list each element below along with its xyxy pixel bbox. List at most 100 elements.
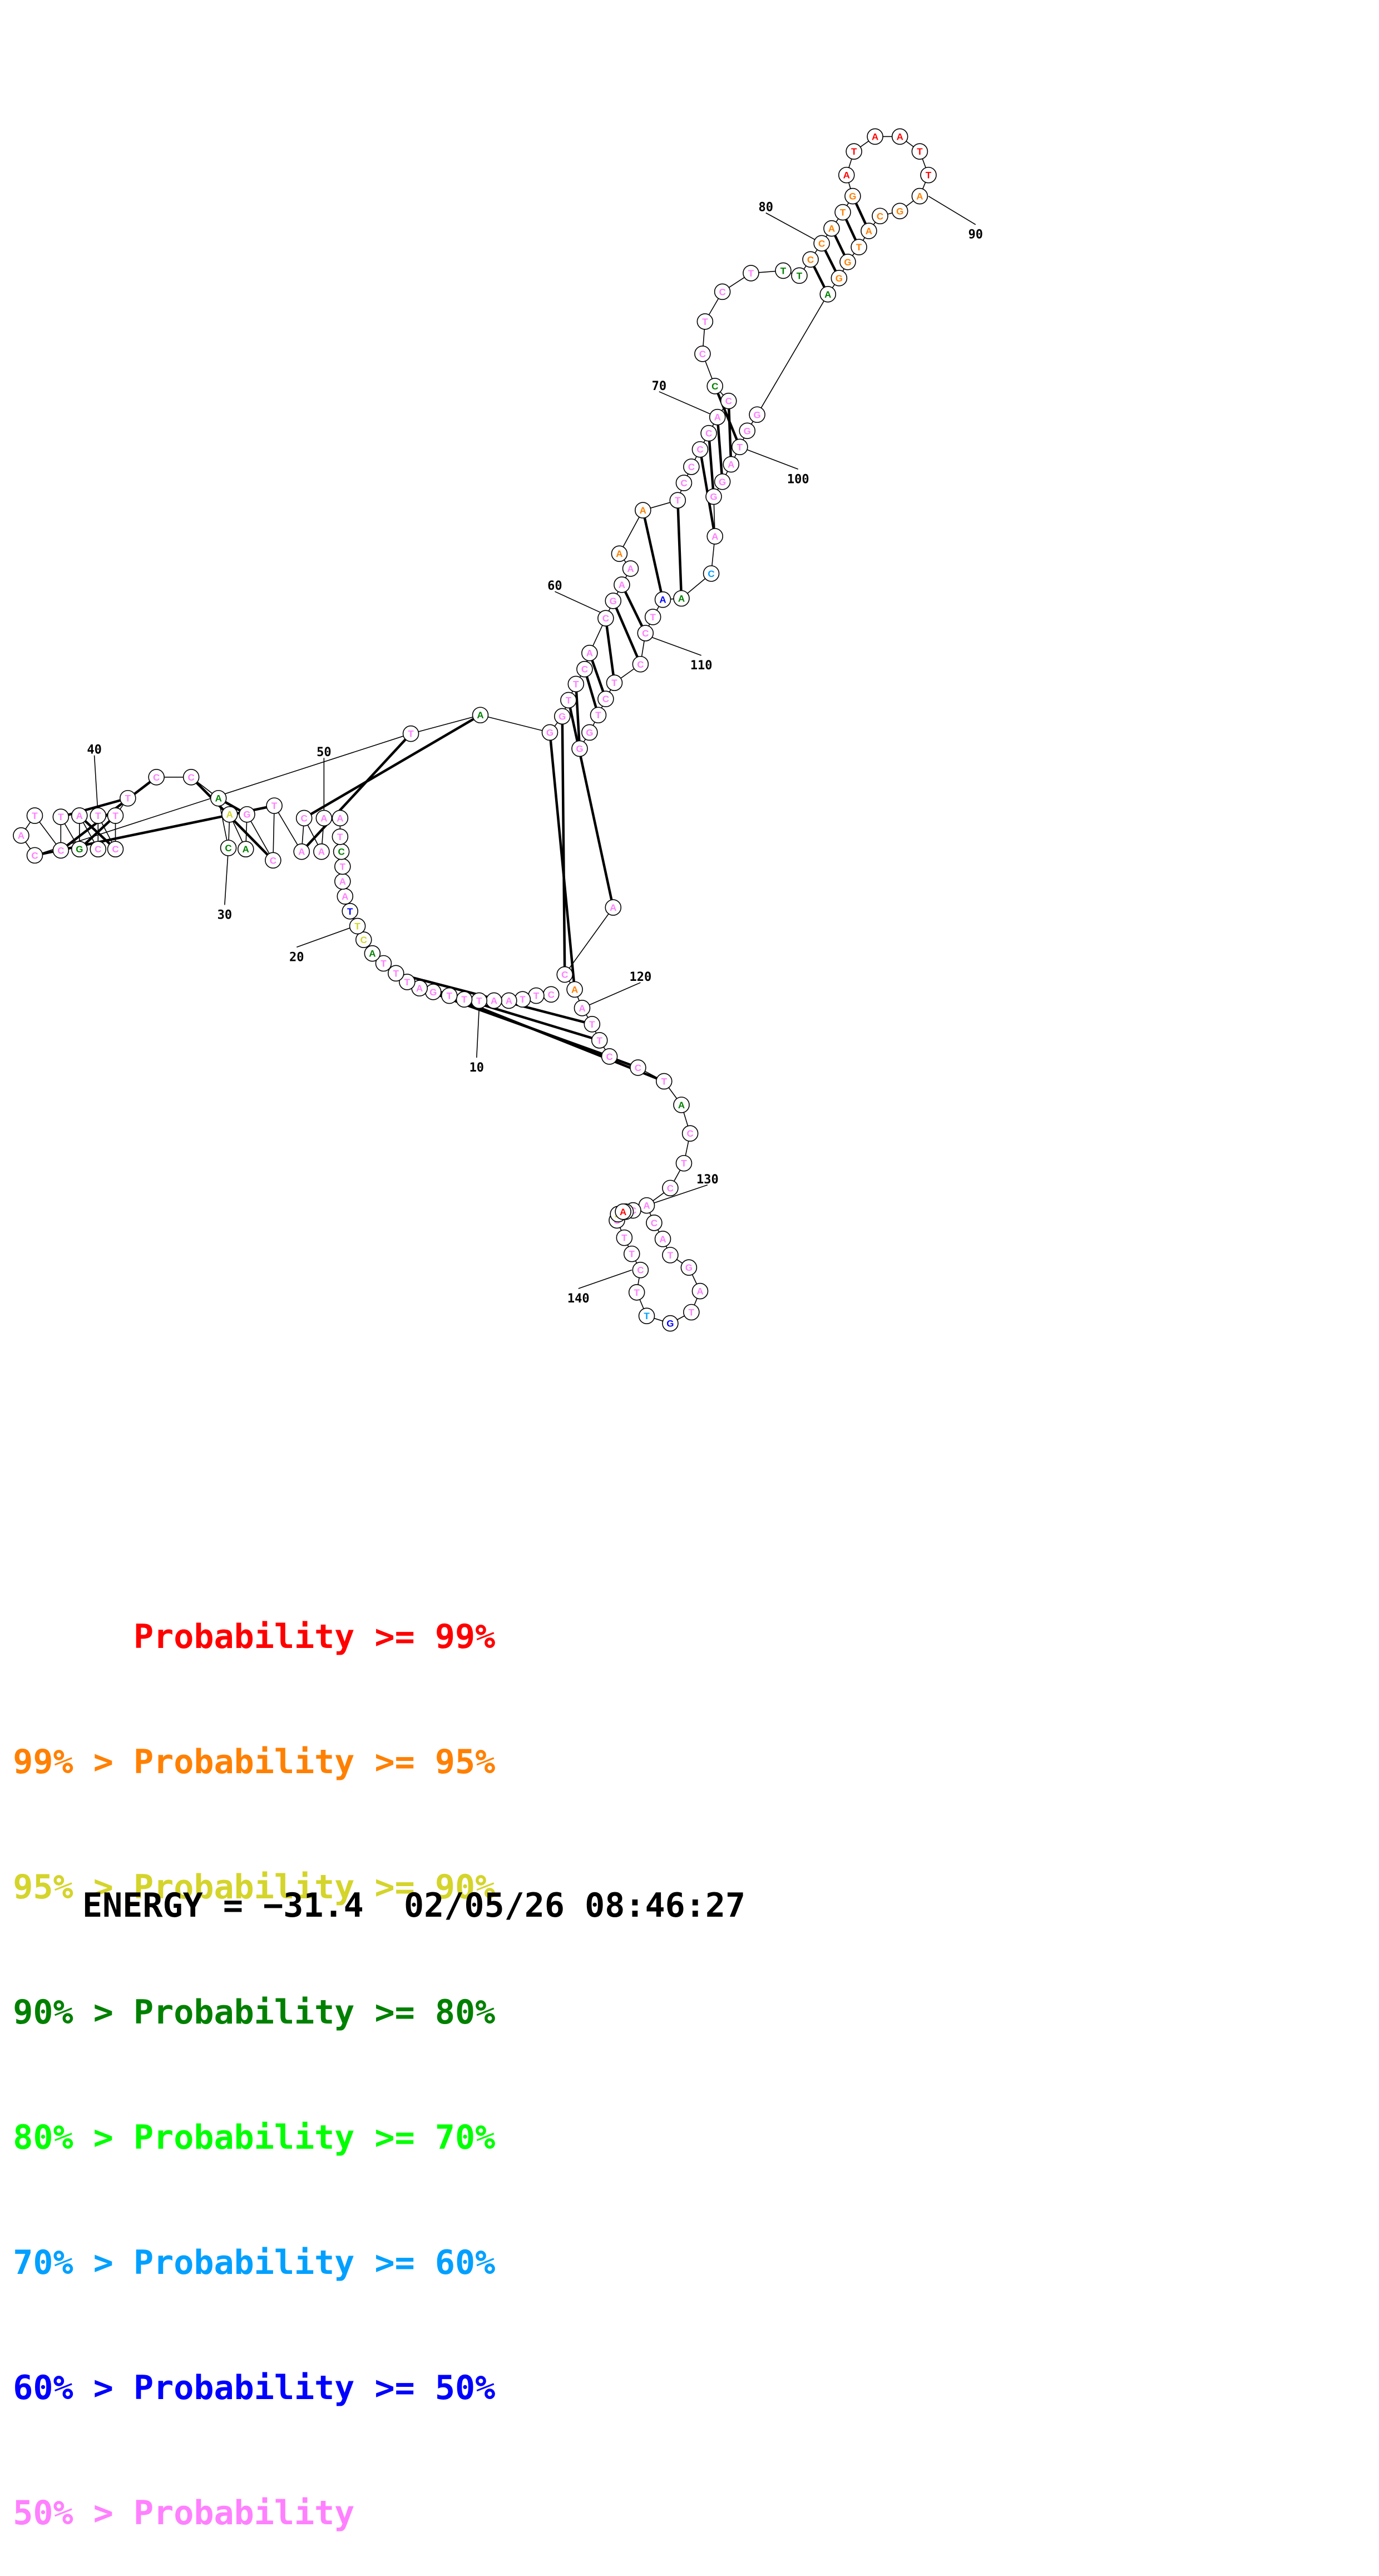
position-tick <box>646 1184 708 1206</box>
nucleotide-circle <box>802 251 819 268</box>
position-tick <box>578 1269 632 1289</box>
nucleotide: T <box>402 725 419 742</box>
nucleotide: C <box>630 1059 646 1076</box>
nucleotide-base: A <box>339 876 346 887</box>
base-pair-line <box>707 433 715 497</box>
nucleotide: A <box>635 502 651 519</box>
nucleotide-base: C <box>270 855 276 866</box>
nucleotide: C <box>542 986 560 1003</box>
position-label: 110 <box>690 659 713 673</box>
nucleotide-base: A <box>640 505 646 516</box>
nucleotide-base: A <box>416 983 423 994</box>
nucleotide-circle <box>332 828 349 845</box>
nucleotide: A <box>293 843 310 860</box>
nucleotide: A <box>614 576 630 593</box>
nucleotide-base: T <box>780 265 787 276</box>
nucleotide-base: C <box>602 613 609 624</box>
nucleotide: A <box>566 981 583 998</box>
nucleotide-base: A <box>678 593 685 604</box>
nucleotide-base: C <box>95 844 101 855</box>
nucleotide-circle <box>71 807 88 824</box>
nucleotide-circle <box>313 843 330 860</box>
nucleotide: C <box>703 565 720 582</box>
nucleotide-base: C <box>642 628 649 639</box>
nucleotide: A <box>501 992 517 1009</box>
nucleotide-base: A <box>678 1100 685 1111</box>
nucleotide: A <box>71 807 88 824</box>
legend-row: 95% > Probability >= 90% <box>0 1867 779 1908</box>
nucleotide: T <box>26 807 43 824</box>
position-label: 120 <box>629 970 651 984</box>
nucleotide: A <box>581 644 598 662</box>
nucleotide: T <box>387 965 404 982</box>
position-tick <box>659 391 718 418</box>
nucleotide-base: T <box>611 678 617 688</box>
nucleotide-base: C <box>581 664 588 675</box>
nucleotide-base: G <box>610 596 617 606</box>
nucleotide-circle <box>265 852 281 869</box>
nucleotide-circle <box>662 1315 679 1332</box>
nucleotide: A <box>691 1282 709 1300</box>
position-label: 40 <box>87 743 102 757</box>
nucleotide: T <box>743 265 759 282</box>
nucleotide: T <box>332 828 349 845</box>
nucleotide-circle <box>349 917 366 935</box>
nucleotide-base: T <box>621 1233 627 1243</box>
legend-row: 50% > Probability <box>0 2493 779 2534</box>
nucleotide: G <box>541 724 558 741</box>
nucleotide: T <box>584 1016 601 1033</box>
nucleotide-base: T <box>408 729 414 739</box>
nucleotide-circle <box>683 1304 700 1321</box>
position-label: 100 <box>787 472 809 486</box>
nucleotide-base: T <box>347 906 353 917</box>
nucleotide-circle <box>694 346 711 362</box>
nucleotide-circle <box>654 591 671 608</box>
nucleotide-base: C <box>606 1052 612 1062</box>
nucleotide-base: A <box>318 847 325 857</box>
nucleotide-base: C <box>719 287 725 297</box>
nucleotide-base: A <box>616 549 622 559</box>
nucleotide-base: G <box>429 987 437 998</box>
nucleotide: T <box>567 675 585 693</box>
nucleotide: C <box>52 842 70 859</box>
nucleotide-base: T <box>271 801 278 811</box>
position-tick <box>93 755 99 816</box>
nucleotide: T <box>834 204 851 221</box>
nucleotide-circle <box>355 931 372 948</box>
nucleotide-circle <box>861 223 877 239</box>
nucleotide-circle <box>120 789 136 807</box>
position-tick <box>765 212 822 244</box>
nucleotide-base: T <box>661 1076 668 1087</box>
nucleotide: C <box>601 1048 618 1065</box>
nucleotide: T <box>775 262 792 279</box>
nucleotide-circle <box>838 166 855 184</box>
nucleotide-base: T <box>393 968 399 979</box>
nucleotide-circle <box>696 313 714 330</box>
nucleotide-base: C <box>301 813 308 823</box>
nucleotide-base: T <box>856 242 862 253</box>
nucleotide-circle <box>52 808 70 826</box>
nucleotide: A <box>332 810 349 827</box>
nucleotide-base: C <box>637 1265 644 1276</box>
legend-text: Probability >= 60% <box>134 2243 496 2282</box>
nucleotide-circle <box>706 378 724 394</box>
base-pair-line <box>612 600 642 665</box>
nucleotide-circle <box>616 1229 633 1246</box>
nucleotide: T <box>514 991 531 1008</box>
nucleotide-circle <box>597 690 614 708</box>
energy-line: ENERGY = −31.4 02/05/26 08:46:27 <box>82 1886 745 1925</box>
nucleotide-circle <box>402 725 419 742</box>
nucleotide-circle <box>669 492 686 509</box>
nucleotide: T <box>644 609 661 625</box>
nucleotide: A <box>673 590 690 607</box>
nucleotide-circle <box>364 945 381 962</box>
legend-prefix: 50% > <box>13 2494 134 2533</box>
nucleotide-circle <box>220 840 237 856</box>
legend-text: Probability >= 50% <box>134 2368 496 2407</box>
nucleotide: C <box>802 251 819 268</box>
nucleotide: G <box>424 984 442 1000</box>
nucleotide: A <box>654 591 671 608</box>
nucleotide-base: T <box>840 208 846 218</box>
nucleotide: G <box>749 406 765 423</box>
base-pair-line <box>620 584 647 634</box>
